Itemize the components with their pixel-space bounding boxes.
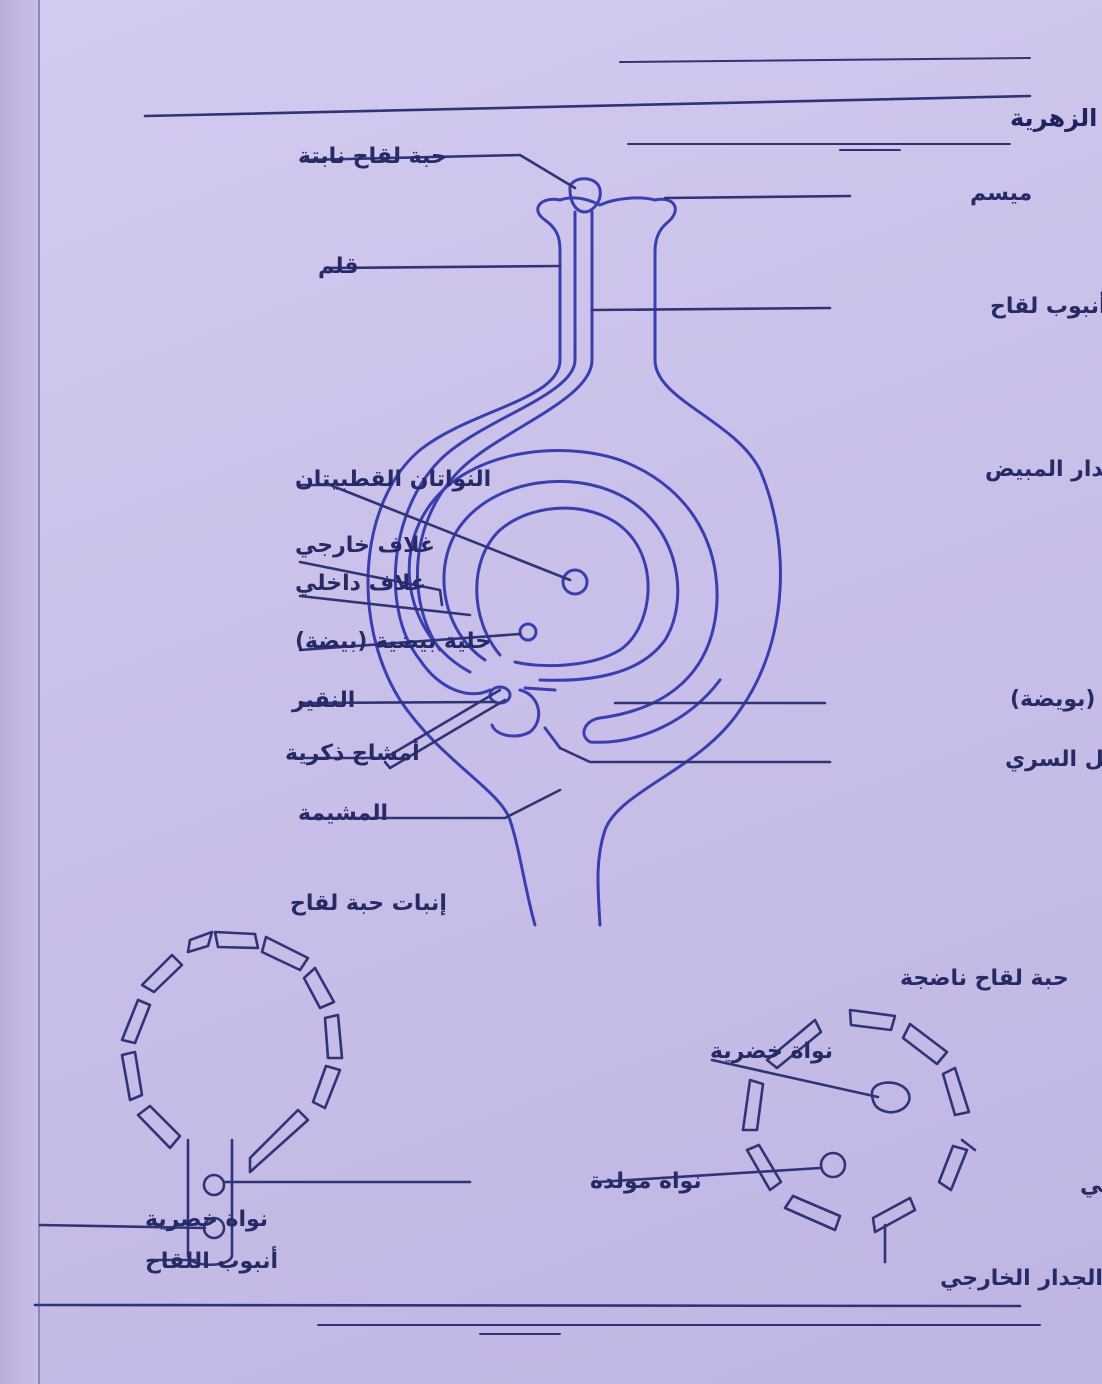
label-style: قلم: [318, 254, 359, 279]
leader-style: [323, 264, 562, 270]
mature-pollen-wall: [741, 1008, 971, 1234]
style-and-ovary-left-wall: [366, 248, 562, 927]
pollen-grain-on-stigma: [568, 177, 602, 214]
label-pollen-tube: أنبوب لقاح: [990, 290, 1102, 319]
leader-germinating-pollen: [303, 153, 577, 190]
leader-mature-tube-nucleus: [710, 1058, 880, 1099]
mature-pollen-title: حبة لقاح ناضجة: [900, 966, 1069, 991]
leader-male-gametes: [288, 688, 502, 760]
mature-tube-nucleus: [870, 1081, 911, 1114]
pollen-tube: [393, 210, 577, 696]
label-germination-pollen-tube: أنبوب اللقاح: [145, 1245, 278, 1274]
label-polar-nuclei: النواتان القطبيتان: [295, 467, 491, 492]
label-micropyle: النقير: [291, 688, 355, 713]
pollen-tube-inner: [416, 210, 594, 652]
stigma-left-lobe: [536, 197, 562, 252]
leader-stigma: [663, 194, 852, 200]
label-placenta: المشيمة: [298, 801, 388, 826]
leader-inner-wall: [960, 1138, 977, 1152]
leader-inner-integument: [298, 594, 472, 617]
germination-pollen-tube: [186, 1138, 234, 1266]
label-funicle: الحبل السري: [1005, 747, 1102, 772]
germination-generative-nucleus: [202, 1173, 226, 1197]
funicle-stalk: [543, 726, 562, 750]
germination-title: إنبات حبة لقاح: [290, 891, 447, 916]
leader-egg-cell: [298, 632, 522, 652]
leader-micropyle: [298, 700, 497, 705]
label-ovule: بذيرة (بويضة): [1010, 687, 1102, 712]
page-title: الاختصاب في النباتات الزهرية: [1010, 104, 1102, 132]
header-rule-line: [143, 94, 1032, 118]
style-and-ovary-right-wall: [596, 250, 782, 927]
bottom-rule-line: [33, 1303, 1022, 1308]
label-male-gametes: أمشاج ذكرية: [285, 737, 420, 766]
top-rule-line: [619, 57, 1031, 63]
leader-funicle: [558, 746, 832, 764]
label-ovary-wall: جدار المبيض: [985, 457, 1102, 482]
inner-integument: [442, 479, 680, 682]
label-outer-integument: غلاف خارجي: [295, 533, 435, 558]
mature-generative-nucleus: [819, 1151, 847, 1179]
label-inner-wall: الجدار الداخلي: [1080, 1173, 1102, 1198]
label-generative-nucleus: نواة مولدة: [590, 1169, 702, 1194]
label-stigma: ميسم: [970, 181, 1032, 206]
label-egg-cell: خلية بيضية (بيضة): [295, 629, 491, 654]
leader-generative-nucleus-right: [596, 1166, 822, 1184]
leader-placenta: [303, 788, 562, 820]
stigma-right-lobe: [653, 197, 677, 254]
leader-male-gametes-b: [383, 698, 507, 770]
label-mature-tube-nucleus: نواة خضرية: [710, 1039, 833, 1064]
micropyle-pouch: [490, 688, 541, 738]
leader-outer-integument: [298, 560, 444, 607]
label-outer-wall: الجدار الخارجي: [940, 1266, 1102, 1291]
outer-integument: [407, 449, 722, 744]
leader-germination-tube-nucleus: [38, 1223, 207, 1230]
label-germination-tube-nucleus: نواة خضرية: [145, 1207, 268, 1232]
leader-polar-nuclei: [298, 483, 572, 582]
stigma-top: [558, 196, 657, 207]
polar-nuclei: [561, 568, 589, 596]
germinating-pollen-wall: [120, 930, 344, 1174]
micropyle-opening: [523, 686, 557, 692]
embryo-sac: [475, 506, 650, 668]
label-germinating-pollen: حبة لقاح نابتة: [298, 144, 447, 169]
egg-cell: [518, 622, 538, 642]
leader-pollen-tube: [590, 306, 832, 312]
page-margin: [0, 0, 40, 1384]
label-inner-integument: غلاف داخلي: [295, 571, 426, 596]
